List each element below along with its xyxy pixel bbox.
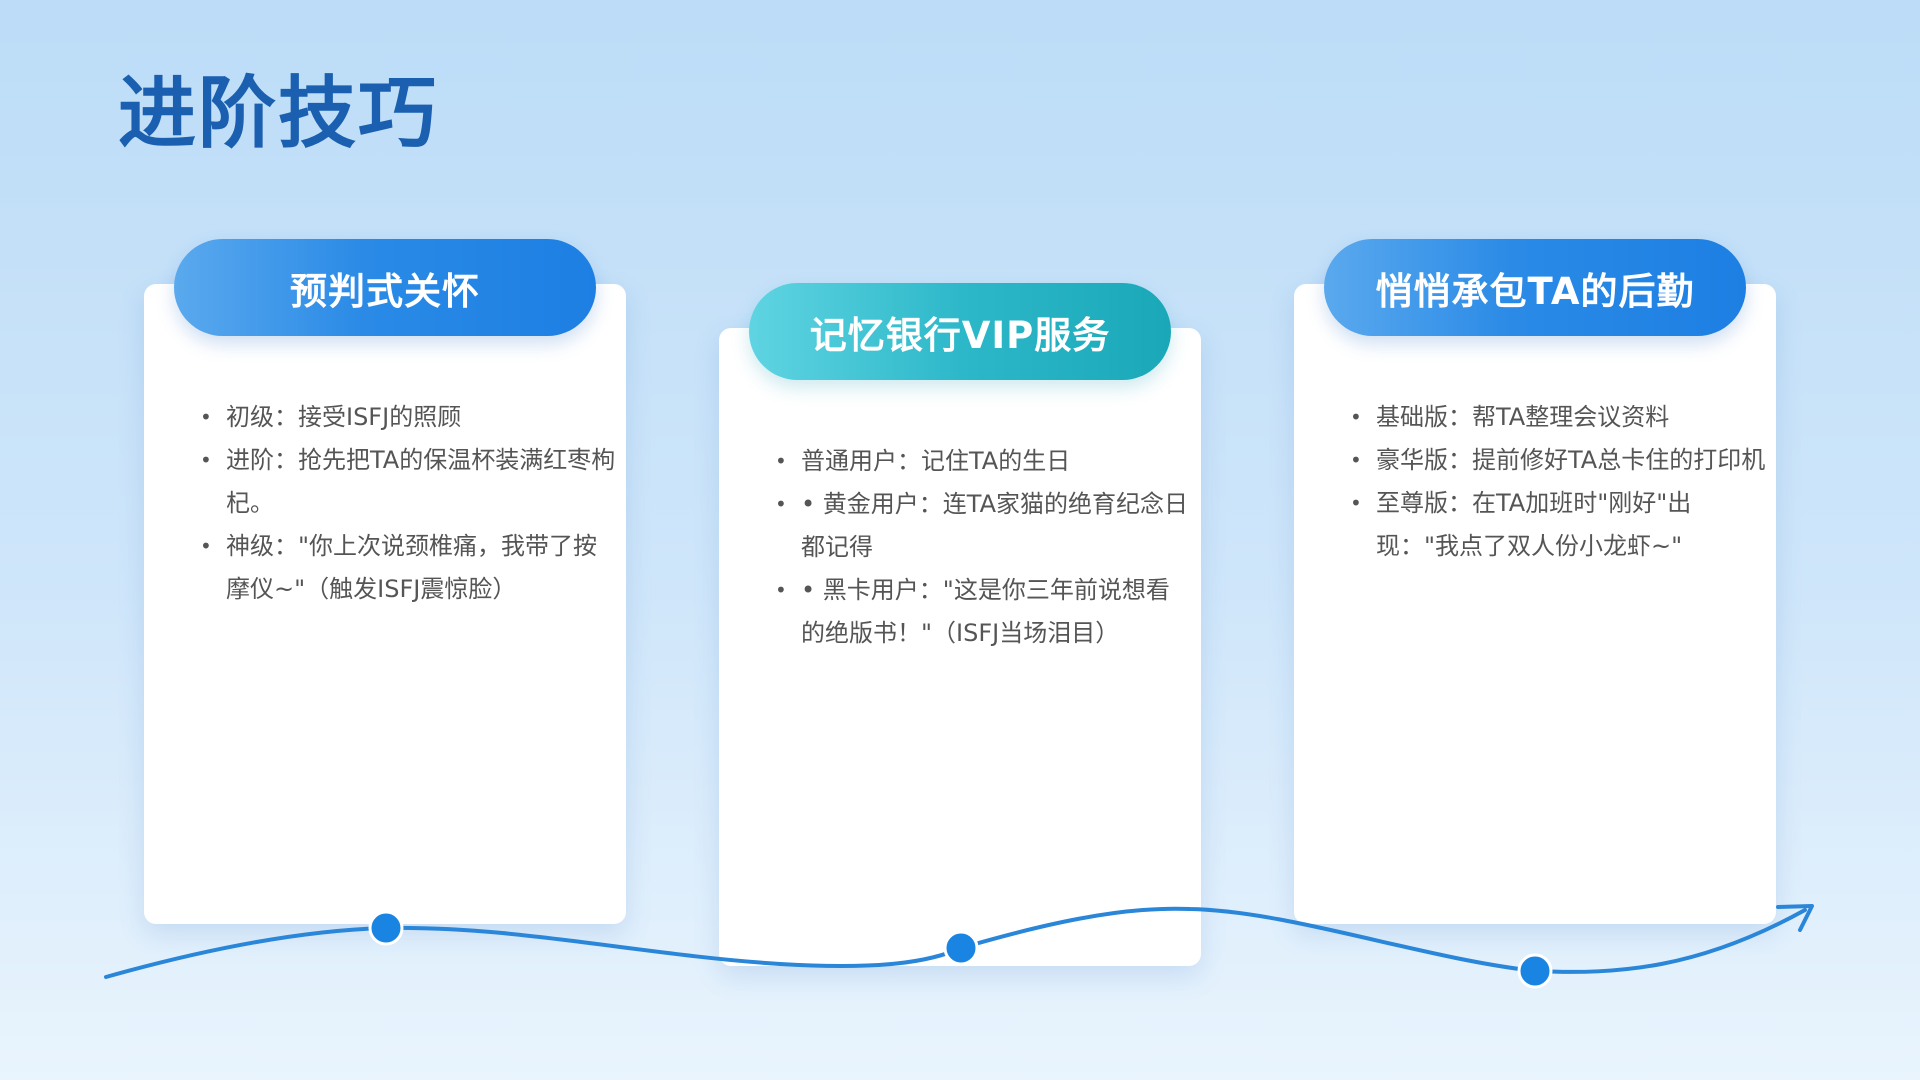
timeline-node [943,930,979,966]
card-title: 预判式关怀 [290,269,480,313]
card-list: 普通用户：记住TA的生日 • 黄金用户：连TA家猫的绝育纪念日都记得 • 黑卡用… [775,440,1191,655]
list-item: 初级：接受ISFJ的照顾 [200,396,616,439]
timeline-node [368,910,404,946]
card-title: 记忆银行VIP服务 [809,313,1111,357]
list-item: • 黑卡用户："这是你三年前说想看的绝版书！"（ISFJ当场泪目） [775,569,1191,655]
list-item: 神级："你上次说颈椎痛，我带了按摩仪~"（触发ISFJ震惊脸） [200,525,616,611]
card-header: 记忆银行VIP服务 [749,283,1171,380]
card-header: 悄悄承包TA的后勤 [1324,239,1746,336]
list-item: 至尊版：在TA加班时"刚好"出现："我点了双人份小龙虾~" [1350,482,1766,568]
card-list: 基础版：帮TA整理会议资料 豪华版：提前修好TA总卡住的打印机 至尊版：在TA加… [1350,396,1766,568]
card-list: 初级：接受ISFJ的照顾 进阶：抢先把TA的保温杯装满红枣枸杞。 神级："你上次… [200,396,616,611]
list-item: 普通用户：记住TA的生日 [775,440,1191,483]
card-logistics: 悄悄承包TA的后勤 基础版：帮TA整理会议资料 豪华版：提前修好TA总卡住的打印… [1294,239,1776,924]
list-item: • 黄金用户：连TA家猫的绝育纪念日都记得 [775,483,1191,569]
list-item: 豪华版：提前修好TA总卡住的打印机 [1350,439,1766,482]
card-memory-bank: 记忆银行VIP服务 普通用户：记住TA的生日 • 黄金用户：连TA家猫的绝育纪念… [719,283,1201,966]
list-item: 基础版：帮TA整理会议资料 [1350,396,1766,439]
card-predictive-care: 预判式关怀 初级：接受ISFJ的照顾 进阶：抢先把TA的保温杯装满红枣枸杞。 神… [144,239,626,924]
card-header: 预判式关怀 [174,239,596,336]
page-title: 进阶技巧 [118,69,439,159]
arrow-head-icon [1776,904,1814,932]
card-title: 悄悄承包TA的后勤 [1375,269,1695,313]
timeline-node [1517,953,1553,989]
list-item: 进阶：抢先把TA的保温杯装满红枣枸杞。 [200,439,616,525]
